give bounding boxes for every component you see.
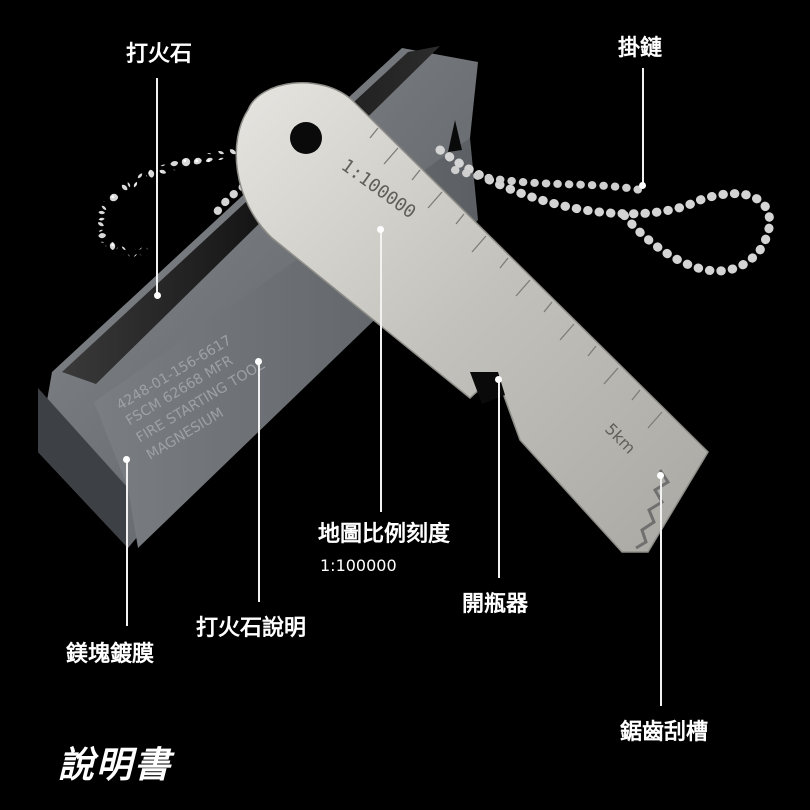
leader-rod-description <box>258 362 260 602</box>
saw-teeth <box>635 469 671 550</box>
leader-dot <box>495 376 502 383</box>
leader-magnesium-block <box>126 460 128 626</box>
label-scale-ratio: 1:100000 <box>320 556 397 575</box>
leader-ferro-rod <box>156 78 158 296</box>
block-side-face <box>38 388 128 548</box>
label-bottle-opener: 開瓶器 <box>462 592 529 617</box>
leader-dot <box>657 472 664 479</box>
label-saw-groove: 鋸齒刮槽 <box>620 720 709 745</box>
label-chain: 掛鏈 <box>618 36 663 61</box>
striker-body <box>235 81 709 553</box>
manual-title: 說明書 <box>58 744 173 786</box>
leader-dot <box>123 456 130 463</box>
leader-saw-groove <box>660 476 662 706</box>
steel-striker: 1:100000 5km <box>235 81 709 553</box>
label-magnesium-block: 鎂塊鍍膜 <box>66 642 155 667</box>
label-rod-description: 打火石說明 <box>196 616 307 641</box>
ruler-ticks <box>369 127 663 429</box>
leader-dot <box>377 226 384 233</box>
label-ferro-rod: 打火石 <box>126 42 193 67</box>
label-scale: 地圖比例刻度 <box>318 522 451 547</box>
leader-dot <box>255 358 262 365</box>
chain-hole <box>290 122 322 154</box>
leader-bottle-opener <box>498 380 500 578</box>
leader-dot <box>639 182 646 189</box>
leader-chain <box>642 68 644 186</box>
chain-slot <box>448 120 462 152</box>
leader-dot <box>154 292 161 299</box>
leader-scale <box>380 230 382 512</box>
